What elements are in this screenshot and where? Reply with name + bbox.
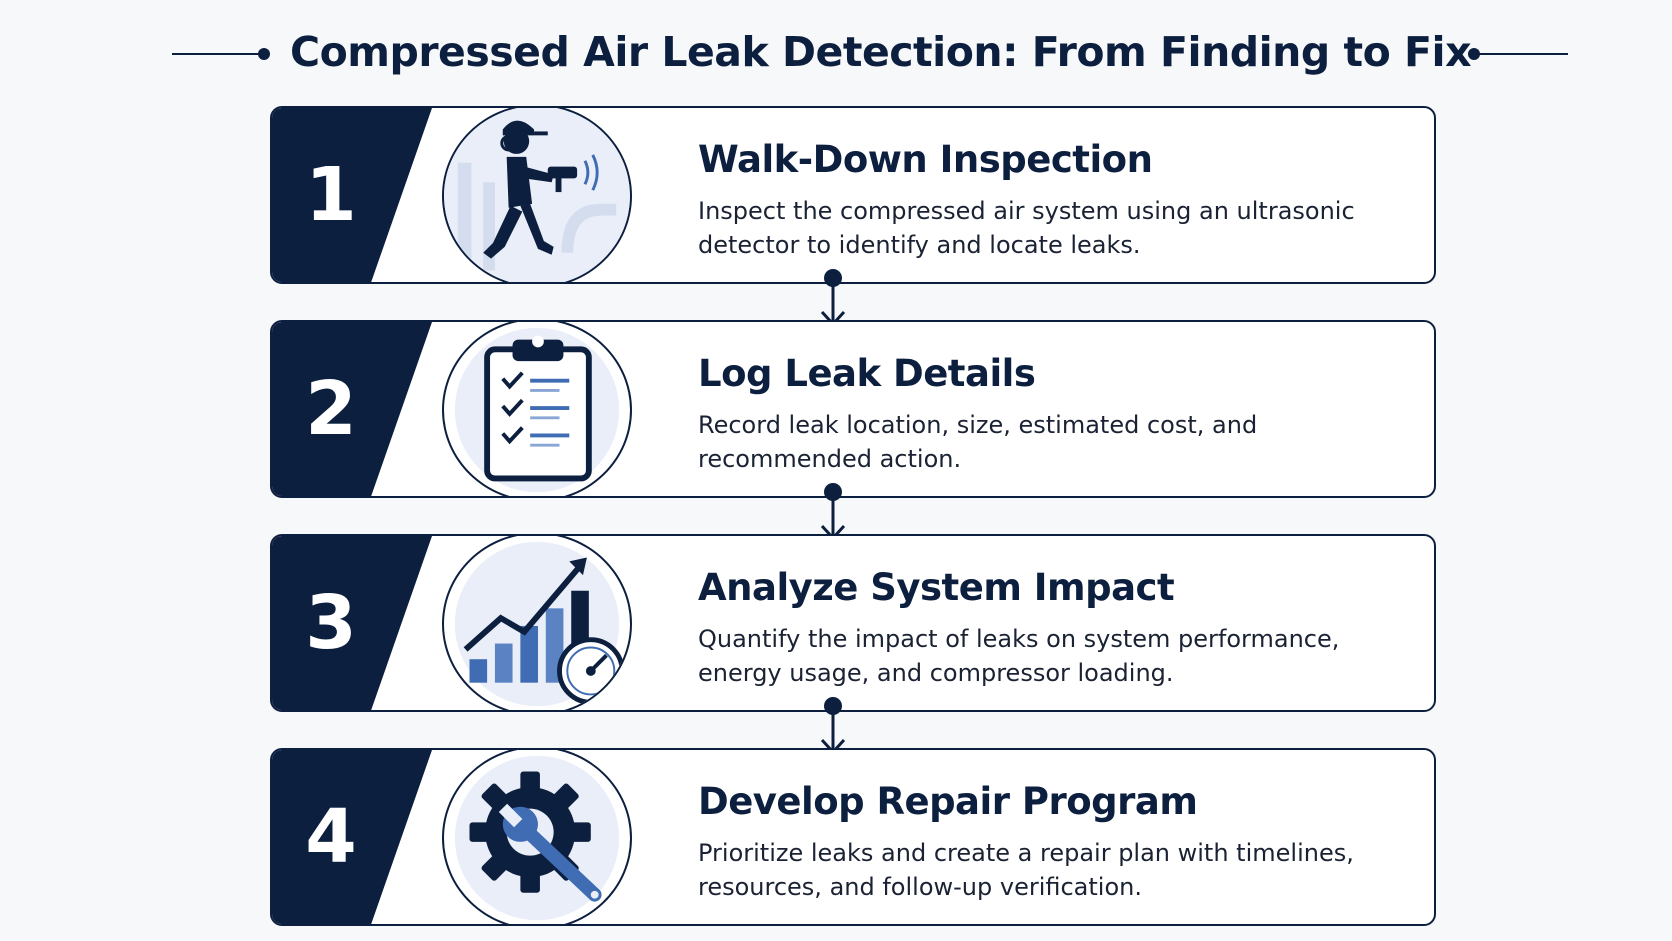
step-card-1: 1 Walk-Down Inspection Inspect the compr… <box>270 106 1436 284</box>
step-title: Log Leak Details <box>698 352 1036 395</box>
title-row: Compressed Air Leak Detection: From Find… <box>0 22 1672 84</box>
step-number: 1 <box>305 152 357 238</box>
step-title: Walk-Down Inspection <box>698 138 1153 181</box>
step-title: Develop Repair Program <box>698 780 1198 823</box>
technician-ultrasonic-detector-icon <box>442 108 632 282</box>
connector-arrow-2 <box>820 483 846 541</box>
step-number: 3 <box>305 580 357 666</box>
clipboard-checklist-icon <box>442 322 632 496</box>
bar-chart-gauge-icon <box>442 536 632 710</box>
step-description: Quantify the impact of leaks on system p… <box>698 625 1340 687</box>
step-card-3: 3 Analyze System Impact Quantify the imp… <box>270 534 1436 712</box>
step-card-4: 4 Develop Repair Program Prioritize leak… <box>270 748 1436 926</box>
title-dot-left <box>258 48 270 60</box>
step-description: Record leak location, size, estimated co… <box>698 411 1258 473</box>
step-card-2: 2 Log Leak Details Record leak location,… <box>270 320 1436 498</box>
title-dot-right <box>1468 48 1480 60</box>
title-divider-right <box>1476 53 1568 55</box>
step-description: Inspect the compressed air system using … <box>698 197 1355 259</box>
gear-wrench-icon <box>442 750 632 924</box>
title-divider-left <box>172 53 264 55</box>
step-description: Prioritize leaks and create a repair pla… <box>698 839 1354 901</box>
step-title: Analyze System Impact <box>698 566 1175 609</box>
step-number: 2 <box>305 366 357 452</box>
page-title: Compressed Air Leak Detection: From Find… <box>290 28 1472 76</box>
step-number: 4 <box>305 794 357 880</box>
